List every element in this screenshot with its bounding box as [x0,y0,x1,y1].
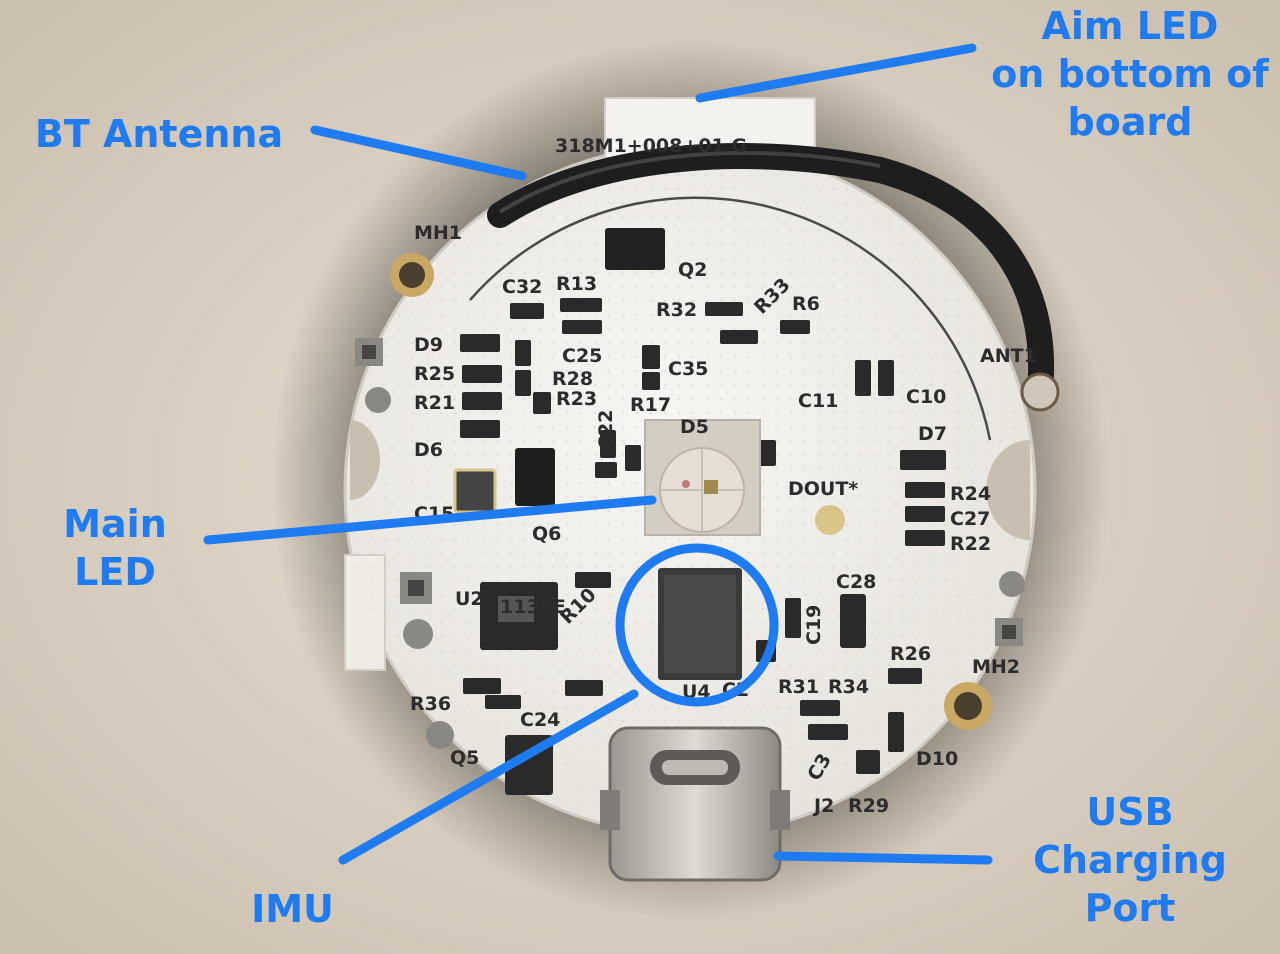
silk-c19: C19 [803,605,825,645]
silk-r22: R22 [950,533,991,555]
silk-mh1: MH1 [414,222,462,244]
mounting-hole-mh2 [944,682,992,730]
silk-dout: DOUT* [788,478,858,500]
silk-c28: C28 [836,571,876,593]
silk-c27: C27 [950,508,990,530]
bt-antenna-line [310,125,527,181]
silk-r29: R29 [848,795,889,817]
svg-text:1130E: 1130E [500,596,566,618]
aim-led-label: Aim LED on bottom of board [991,4,1269,144]
silk-d9: D9 [414,334,443,356]
silk-c32: C32 [502,276,542,298]
silk-u2: U2 [455,588,484,610]
main-led-label: Main LED [63,502,167,594]
silk-c35: C35 [668,358,708,380]
silk-r25: R25 [414,363,455,385]
silk-r6: R6 [792,293,820,315]
silk-d5: D5 [680,416,709,438]
u2-chip: 1130E [480,582,566,650]
d6-diode [453,468,497,514]
silk-c22: C22 [595,410,617,450]
silk-r32: R32 [656,299,697,321]
silk-q5: Q5 [450,747,479,769]
silk-c24: C24 [520,709,560,731]
silk-r36: R36 [410,693,451,715]
bt-antenna-wire [487,143,1060,412]
bt-antenna-label: BT Antenna [34,112,284,156]
imu-chip [658,568,742,680]
silk-r26: R26 [890,643,931,665]
silk-c11: C11 [798,390,838,412]
silk-q6: Q6 [532,523,561,545]
q2-transistor [605,228,665,270]
silk-ant: ANT1 [980,345,1037,367]
silk-r31: R31 [778,676,819,698]
silk-r24: R24 [950,483,991,505]
main-led [644,419,761,536]
silk-r28: R28 [552,368,593,390]
silk-r21: R21 [414,392,455,414]
q-transistor [515,448,555,506]
usb-line [773,851,993,865]
silk-r23: R23 [556,388,597,410]
silk-q2: Q2 [678,259,707,281]
silk-mh2: MH2 [972,656,1020,678]
callout-lines [203,43,993,865]
silk-d6: D6 [414,439,443,461]
imu-line [338,689,639,865]
silk-c25: C25 [562,345,602,367]
imu-highlight-circle [615,543,779,707]
silk-c10: C10 [906,386,946,408]
aim-led-line [695,43,977,103]
silk-j2: J2 [812,795,834,817]
silk-r13: R13 [556,273,597,295]
silk-r34: R34 [828,676,869,698]
test-pads [355,338,1025,749]
usb-charging-port-label: USB Charging Port [1033,790,1227,930]
silk-d10: D10 [916,748,958,770]
imu-label: IMU [251,887,334,931]
smd-components [460,298,946,774]
silk-d7: D7 [918,423,947,445]
usb-c-connector [600,726,790,882]
dout-pad [815,505,845,535]
main-led-line [203,495,657,545]
board-id: 318M1+008+01 G [555,135,747,157]
silk-r17: R17 [630,394,671,416]
mounting-hole-mh1 [390,253,434,297]
